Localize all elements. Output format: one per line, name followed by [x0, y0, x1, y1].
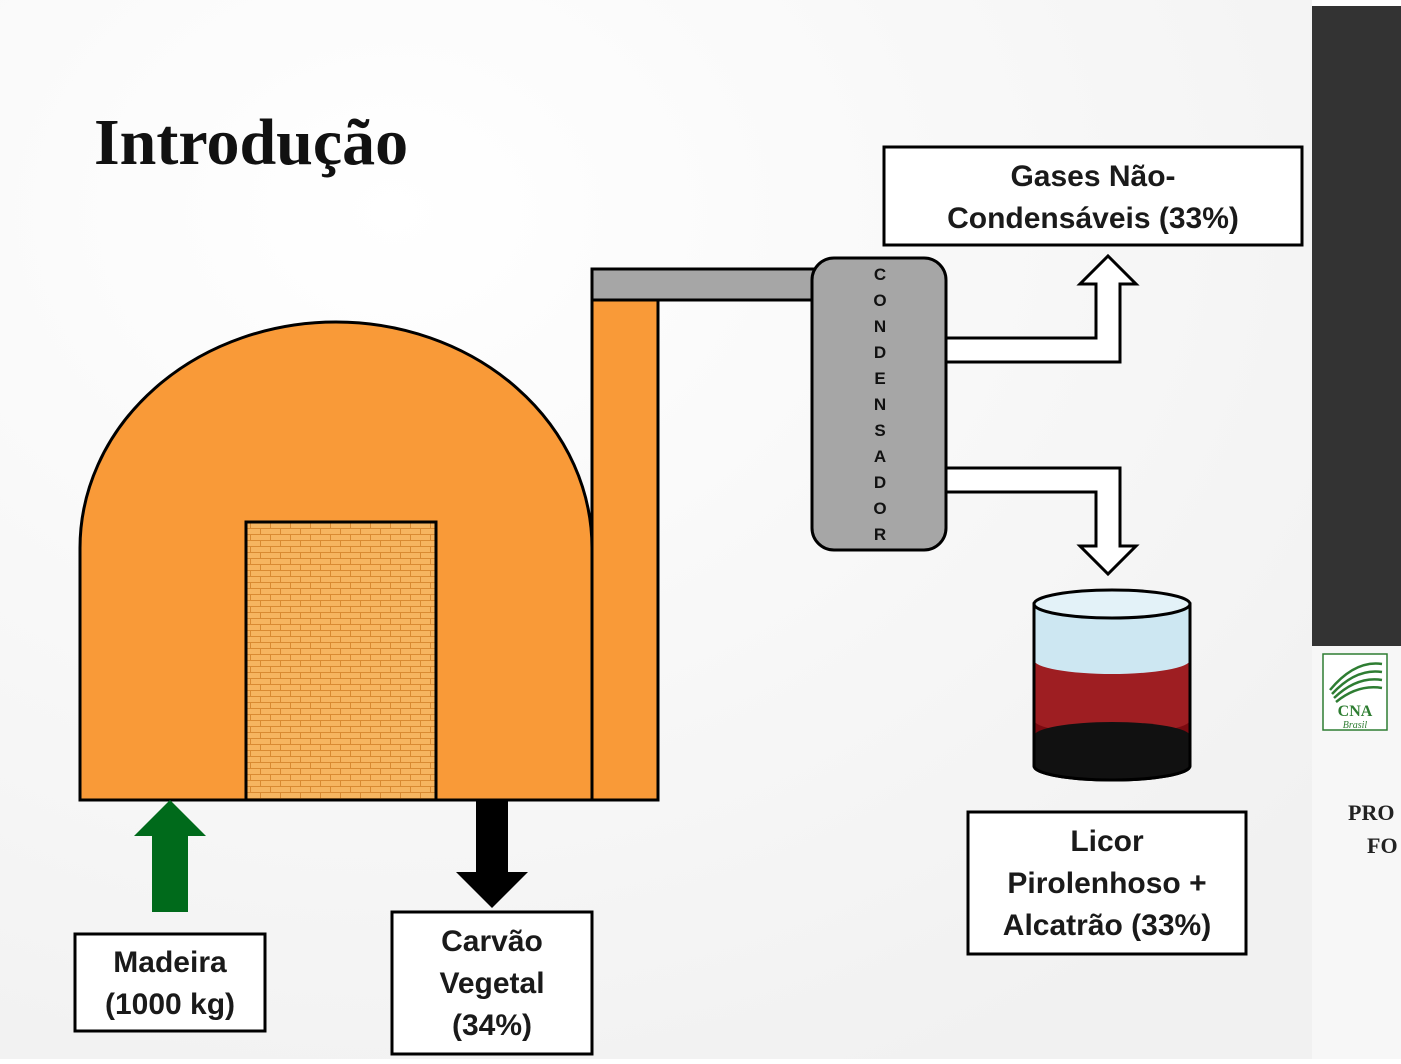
gases-label-line1: Gases Não- — [1010, 160, 1175, 193]
pipe-to-condenser — [590, 267, 822, 302]
wood-box — [73, 932, 267, 1033]
condenser-letter: N — [874, 317, 886, 336]
wood-label-line1: Madeira — [113, 946, 227, 979]
arrow-wood-input — [134, 800, 206, 912]
condenser — [810, 256, 948, 552]
kiln-chimney — [590, 298, 660, 802]
condenser-letter: A — [874, 447, 886, 466]
condenser-letter: N — [874, 395, 886, 414]
side-cut-text-2: FO — [1367, 833, 1398, 858]
condenser-letters: C O N D E N S A D O R — [873, 265, 886, 544]
slide-title: Introdução — [94, 106, 408, 179]
side-panel-dark — [1312, 6, 1401, 646]
gases-box — [882, 145, 1304, 247]
cna-logo-text: CNA — [1338, 703, 1373, 720]
condenser-letter: R — [874, 525, 886, 544]
condenser-letter: D — [874, 343, 886, 362]
cna-logo-subtext: Brasil — [1343, 720, 1368, 731]
liquor-container — [1032, 588, 1192, 782]
charcoal-label-line1: Carvão — [441, 925, 543, 958]
condenser-letter: D — [874, 473, 886, 492]
kiln-door-brick — [244, 520, 438, 802]
cna-logo: CNA Brasil — [1322, 653, 1388, 731]
liquor-label-line1: Licor — [1070, 825, 1144, 858]
wood-label-line2: (1000 kg) — [105, 988, 235, 1021]
liquor-box — [966, 810, 1248, 956]
arrow-charcoal-output — [456, 800, 528, 908]
arrow-to-gases — [944, 253, 1140, 364]
charcoal-box — [390, 910, 594, 1056]
gases-label-line2: Condensáveis (33%) — [947, 202, 1239, 235]
condenser-letter: C — [874, 265, 886, 284]
condenser-letter: O — [873, 499, 886, 518]
condenser-letter: O — [873, 291, 886, 310]
condenser-letter: E — [874, 369, 885, 388]
charcoal-label-line3: (34%) — [452, 1009, 532, 1042]
side-cut-text-1: PRO — [1348, 800, 1394, 825]
condenser-letter: S — [874, 421, 885, 440]
liquor-label-line2: Pirolenhoso + — [1007, 867, 1206, 900]
liquor-label-line3: Alcatrão (33%) — [1003, 909, 1211, 942]
arrow-to-liquor — [944, 466, 1140, 577]
charcoal-label-line2: Vegetal — [439, 967, 544, 1000]
